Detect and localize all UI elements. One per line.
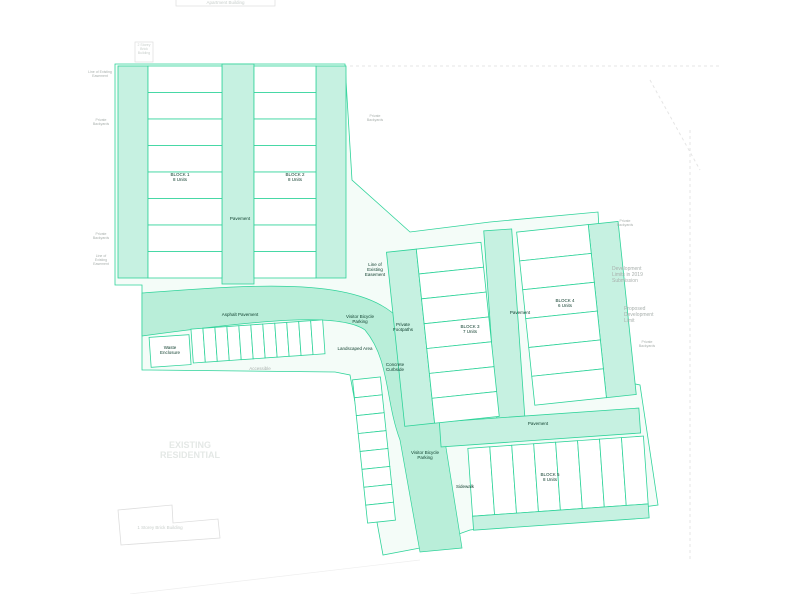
asphalt-pavement-label: Asphalt Pavement [221,312,259,317]
dwelling-unit [431,391,500,424]
pavement-strip [438,407,642,448]
block-units: 8 Units [287,177,302,182]
asphalt-road [141,285,463,553]
private-backyard [472,503,650,531]
accessible-label: Accessible [249,366,271,371]
private-backyard [117,65,149,279]
easement-label: Line of Existing Easement [93,254,109,266]
visitor-bicycle-parking-label: Visitor Bicycle Parking [346,314,374,324]
easement-label: Line of Existing Easement [88,70,112,78]
parking-stall [365,501,396,524]
backyards-label: Private Backyards [366,114,384,122]
apartment-building-label: Apartment Building [206,0,245,5]
easement-label: Line of Existing Easement [364,262,386,277]
pavement-strip [221,63,255,285]
backyards-label: Private Backyards [92,118,110,126]
brick-building-outline [134,41,154,63]
unit-blocks [117,63,650,531]
parking-stall [363,483,395,506]
pavement-label: Pavement [229,216,251,221]
backyards-label: Private Backyards [638,340,656,348]
existing-residential-label: EXISTING RESIDENTIAL [159,440,220,460]
brick-building-2-label: 2 Storey Brick Building [137,43,151,55]
dwelling-unit [253,118,317,146]
block-units: 8 Units [172,177,187,182]
pavement-label: Pavement [509,310,531,315]
parking-stall [352,376,383,399]
dwelling-unit [253,224,317,252]
parking-stall [353,394,385,417]
dwelling-unit [147,145,223,173]
property-line [129,559,421,594]
landscaped-area-label: Landscaped Area [337,346,373,351]
block-name: BLOCK 4 [555,298,575,303]
curbside-label: Concrete Curbside [385,362,405,372]
block-name: BLOCK 1 [170,172,190,177]
brick-building-1-label: 1 Storey Brick Building [137,525,183,530]
visitor-bicycle-parking-label: Visitor Bicycle Parking [411,450,439,460]
block-units: 6 Units [557,303,572,308]
parking-stall [310,319,326,356]
dwelling-unit [147,118,223,146]
backyards-label: Private Backyards [92,232,110,240]
dwelling-unit [147,92,223,120]
proposed-development-limit-label: Proposed Development Limit [624,306,654,324]
one-storey-building-outline [117,504,221,546]
pavement-label: Pavement [527,421,549,426]
dwelling-unit [253,198,317,226]
dwelling-unit [147,224,223,252]
footpaths-label: Private Footpaths [392,322,413,332]
dwelling-unit [147,65,223,93]
apartment-building-outline [175,0,276,7]
block-name: BLOCK 2 [285,172,305,177]
block-units: 8 Units [542,477,557,482]
dwelling-unit [253,251,317,279]
block-units: 7 Units [462,329,477,334]
dwelling-unit [147,198,223,226]
dwelling-unit [253,65,317,93]
dwelling-unit [147,171,223,199]
private-backyard [315,65,347,279]
parking-stall [357,430,389,452]
dwelling-unit [531,368,607,406]
waste-enclosure [148,334,192,368]
parking-stall [359,448,391,470]
development-limit-2019 [350,65,720,560]
dwelling-unit [147,251,223,279]
parking-stall [361,465,393,488]
dwelling-unit [253,92,317,120]
dwelling-unit [621,435,649,506]
backyards-label: Private Backyards [616,219,634,227]
development-limits-2019-label: Development Limits in 2019 Submission [612,266,643,284]
sidewalk-label: Sidewalk [455,484,474,489]
block-name: BLOCK 5 [540,472,560,477]
waste-enclosure-label: Waste Enclosure [159,345,180,355]
dwelling-unit [253,145,317,173]
parking-stall [355,412,387,435]
dwelling-unit [253,171,317,199]
block-name: BLOCK 3 [460,324,480,329]
